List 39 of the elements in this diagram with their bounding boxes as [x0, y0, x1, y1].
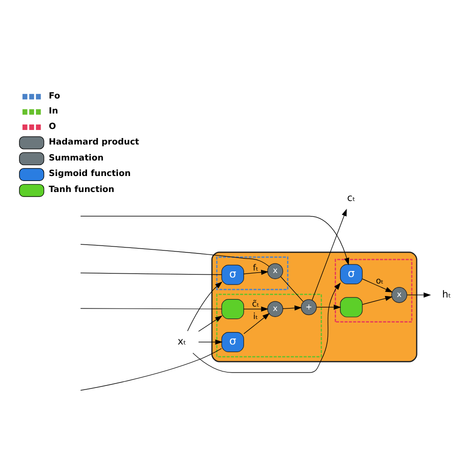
connector: [80, 243, 270, 266]
arrow: [243, 306, 268, 312]
arrow: [243, 269, 268, 274]
arrow: [192, 282, 341, 372]
legend-label: Sigmoid function: [48, 168, 131, 179]
arrow: [316, 304, 342, 310]
edge-label: c̃ₜ: [252, 299, 260, 310]
arrow: [312, 208, 347, 300]
legend-label: Tanh function: [48, 184, 114, 195]
legend-label: O: [48, 121, 56, 132]
legend-label: Fo: [48, 90, 60, 101]
connector: [280, 276, 304, 302]
arrow: [198, 338, 223, 344]
arrow: [198, 315, 222, 332]
node-text: cₜ: [347, 192, 356, 204]
arrow: [406, 292, 431, 298]
legend-label: Summation: [48, 152, 104, 163]
cluster: [211, 251, 418, 362]
node-box: [221, 298, 244, 319]
arrow: [362, 295, 393, 304]
edge-label: fₜ: [252, 263, 258, 274]
arrow: [244, 312, 270, 334]
node-box: σ: [221, 331, 244, 352]
connector: [80, 308, 222, 309]
node-box: σ: [221, 264, 244, 284]
node-box: σ: [340, 264, 363, 284]
arrow: [282, 304, 302, 310]
node-text: hₜ: [442, 288, 452, 300]
arrow: [187, 281, 222, 331]
edge-label: iₜ: [253, 311, 258, 322]
arrow: [362, 278, 393, 292]
connector: [80, 348, 222, 390]
arrow: [80, 215, 350, 265]
node-text: xₜ: [178, 336, 186, 347]
edge-label: oₜ: [376, 276, 384, 286]
connector: [80, 272, 222, 274]
legend-label: Hadamard product: [48, 136, 140, 147]
node-box: [340, 296, 363, 317]
legend-label: In: [48, 106, 58, 116]
